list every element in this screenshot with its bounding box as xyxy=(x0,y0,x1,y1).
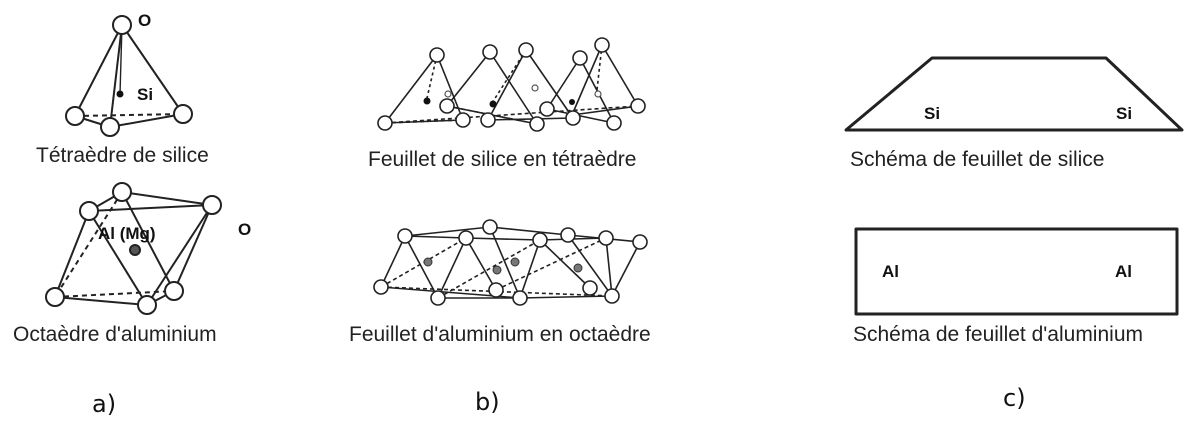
alumina-schema-right-label: Al xyxy=(1115,262,1132,281)
alumina-schema-left-label: Al xyxy=(882,262,899,281)
octahedron-caption: Octaèdre d'aluminium xyxy=(13,323,217,346)
alumina-sheet-schema xyxy=(854,227,1179,316)
silica-schema-caption: Schéma de feuillet de silice xyxy=(850,148,1105,171)
octahedral-sheet-caption: Feuillet d'aluminium en octaèdre xyxy=(349,323,651,346)
oxygen-label-octahedron: O xyxy=(238,220,252,239)
panel-a-tag: a) xyxy=(92,390,117,418)
silica-tetrahedral-sheet xyxy=(377,37,646,132)
alumina-octahedron xyxy=(45,182,222,315)
tetrahedron-caption: Tétraèdre de silice xyxy=(36,144,209,167)
silica-sheet-schema xyxy=(844,56,1184,132)
oxygen-label: O xyxy=(138,11,152,30)
tetrahedral-sheet-caption: Feuillet de silice en tétraèdre xyxy=(368,148,637,171)
alumina-octahedral-sheet xyxy=(373,219,648,306)
silica-tetrahedron xyxy=(65,15,193,137)
silica-schema-right-label: Si xyxy=(1116,104,1133,123)
aluminium-magnesium-label: Al (Mg) xyxy=(98,224,156,243)
panel-c-tag: c) xyxy=(1003,384,1026,412)
silicon-label: Si xyxy=(137,85,154,104)
panel-b-tag: b) xyxy=(475,388,500,416)
silica-schema-left-label: Si xyxy=(924,104,941,123)
alumina-schema-caption: Schéma de feuillet d'aluminium xyxy=(853,323,1143,346)
